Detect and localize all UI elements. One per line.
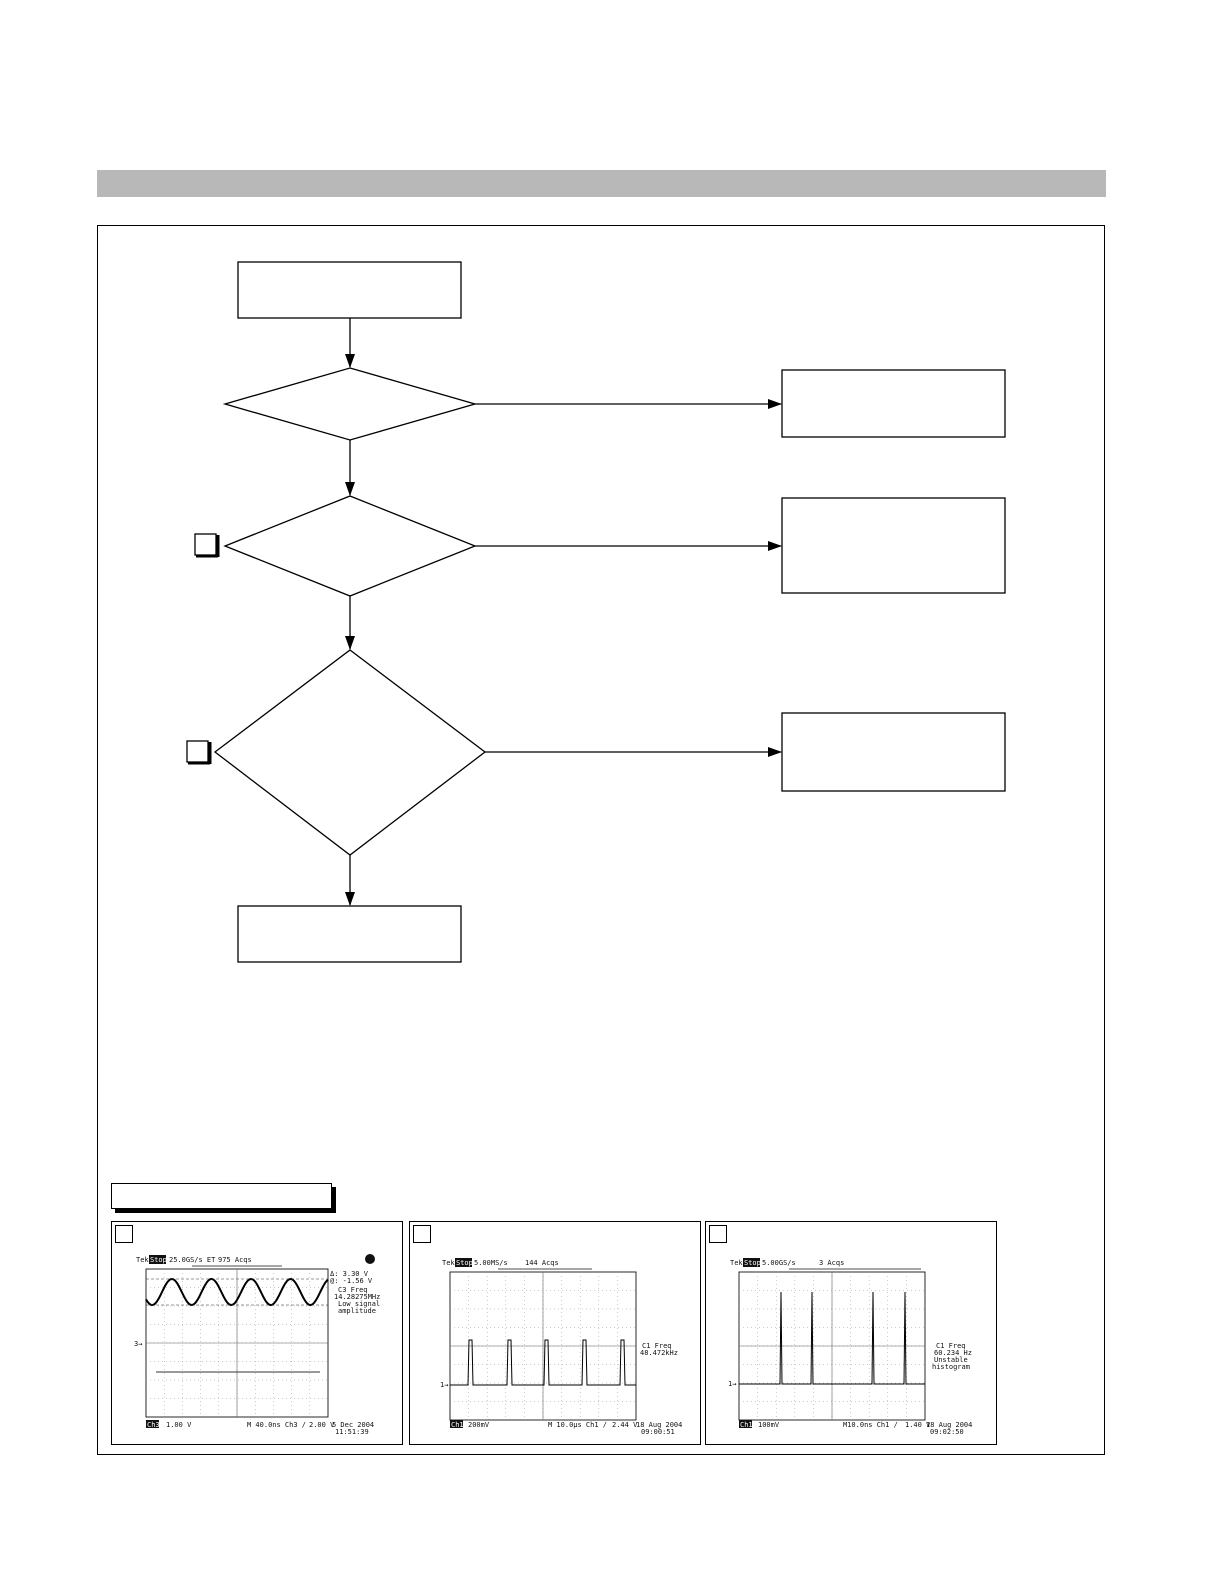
- channel-badge: Ch1: [740, 1421, 753, 1429]
- readout: amplitude: [338, 1307, 376, 1315]
- decision-3: [213, 649, 487, 856]
- scope-screen-1: Tek Stop 25.0GS/s ET 975 Acqs Δ: 3.30 V …: [134, 1254, 380, 1436]
- readout: Unstable: [934, 1356, 968, 1364]
- readout: C1 Freq: [642, 1342, 672, 1350]
- ground-marker: 1→: [440, 1381, 448, 1389]
- readout: 48.472kHz: [640, 1349, 678, 1357]
- trace-ch3: [145, 1277, 329, 1307]
- stop-badge: Stop: [150, 1256, 167, 1264]
- result-box-1: [781, 369, 1006, 438]
- panel-tag-2: [413, 1225, 431, 1243]
- tek-logo: Tek: [730, 1259, 743, 1267]
- graticule: [449, 1271, 637, 1421]
- section-title-bar: [97, 170, 1106, 197]
- readout: C3 Freq: [338, 1286, 368, 1294]
- acquisition-count: 3 Acqs: [819, 1259, 844, 1267]
- trigger-level: 2.00 V: [309, 1421, 335, 1429]
- scope-panel-1: Tek Stop 25.0GS/s ET 975 Acqs Δ: 3.30 V …: [111, 1221, 403, 1445]
- stop-badge: Stop: [744, 1259, 761, 1267]
- readout: 14.28275MHz: [334, 1293, 380, 1301]
- trigger-level: 2.44 V: [612, 1421, 638, 1429]
- panel-tag-1: [115, 1225, 133, 1243]
- tek-logo: Tek: [136, 1256, 149, 1264]
- marker-box-2: [194, 533, 217, 556]
- capture-time: 11:51:39: [335, 1428, 369, 1436]
- svg-text:Tek: Tek: [136, 1256, 149, 1264]
- readout: Low signal: [338, 1300, 380, 1308]
- marker-box-3: [186, 740, 209, 763]
- panel-tag-3: [709, 1225, 727, 1243]
- scope-panel-2: Tek Stop 5.00MS/s 144 Acqs C1 Freq 48.47…: [409, 1221, 701, 1445]
- capture-time: 09:00:51: [641, 1428, 675, 1436]
- record-indicator-icon: [365, 1254, 375, 1264]
- acquisition-count: 144 Acqs: [525, 1259, 559, 1267]
- readout: histogram: [932, 1363, 970, 1371]
- scope-panel-3: Tek Stop 5.00GS/s 3 Acqs C1 Freq 60.234 …: [705, 1221, 997, 1445]
- timebase: M 10.0µs Ch1 ∕: [548, 1421, 607, 1429]
- readout: 60.234 Hz: [934, 1349, 972, 1357]
- channel-scale: 1.00 V: [166, 1421, 192, 1429]
- sample-rate: 5.00MS/s: [474, 1259, 508, 1267]
- capture-date: 5 Dec 2004: [332, 1421, 374, 1429]
- end-box: [237, 905, 462, 963]
- channel-scale: 200mV: [468, 1421, 490, 1429]
- capture-date: 18 Aug 2004: [636, 1421, 682, 1429]
- decision-2: [223, 495, 477, 597]
- channel-badge: Ch1: [451, 1421, 464, 1429]
- diagram-frame: [97, 225, 1105, 1455]
- readout: Δ: 3.30 V: [330, 1270, 369, 1278]
- waveform-section-label: [111, 1183, 332, 1209]
- channel-scale: 100mV: [758, 1421, 780, 1429]
- timebase: M 40.0ns Ch3 ∕: [247, 1421, 306, 1429]
- trace-ch1: [739, 1291, 925, 1385]
- channel-badge: Ch3: [147, 1421, 160, 1429]
- readout: C1 Freq: [936, 1342, 966, 1350]
- tek-logo: Tek: [442, 1259, 455, 1267]
- ground-marker: 3→: [134, 1340, 142, 1348]
- acquisition-count: 975 Acqs: [218, 1256, 252, 1264]
- trigger-level: 1.40 V: [905, 1421, 931, 1429]
- stop-badge: Stop: [456, 1259, 473, 1267]
- decision-1: [222, 367, 478, 441]
- trace-ch1: [450, 1339, 636, 1386]
- timebase: M10.0ns Ch1 ∕: [843, 1421, 898, 1429]
- scope-screen-3: Tek Stop 5.00GS/s 3 Acqs C1 Freq 60.234 …: [728, 1258, 972, 1436]
- sample-rate: 5.00GS/s: [762, 1259, 796, 1267]
- graticule: [738, 1271, 926, 1421]
- ground-marker: 1→: [728, 1380, 736, 1388]
- result-box-3: [781, 712, 1006, 792]
- readout: @: -1.56 V: [330, 1277, 373, 1285]
- start-box: [237, 261, 462, 319]
- scope-screen-2: Tek Stop 5.00MS/s 144 Acqs C1 Freq 48.47…: [440, 1258, 682, 1436]
- sample-rate: 25.0GS/s ET: [169, 1256, 216, 1264]
- result-box-2: [781, 497, 1006, 594]
- capture-date: 18 Aug 2004: [926, 1421, 972, 1429]
- capture-time: 09:02:50: [930, 1428, 964, 1436]
